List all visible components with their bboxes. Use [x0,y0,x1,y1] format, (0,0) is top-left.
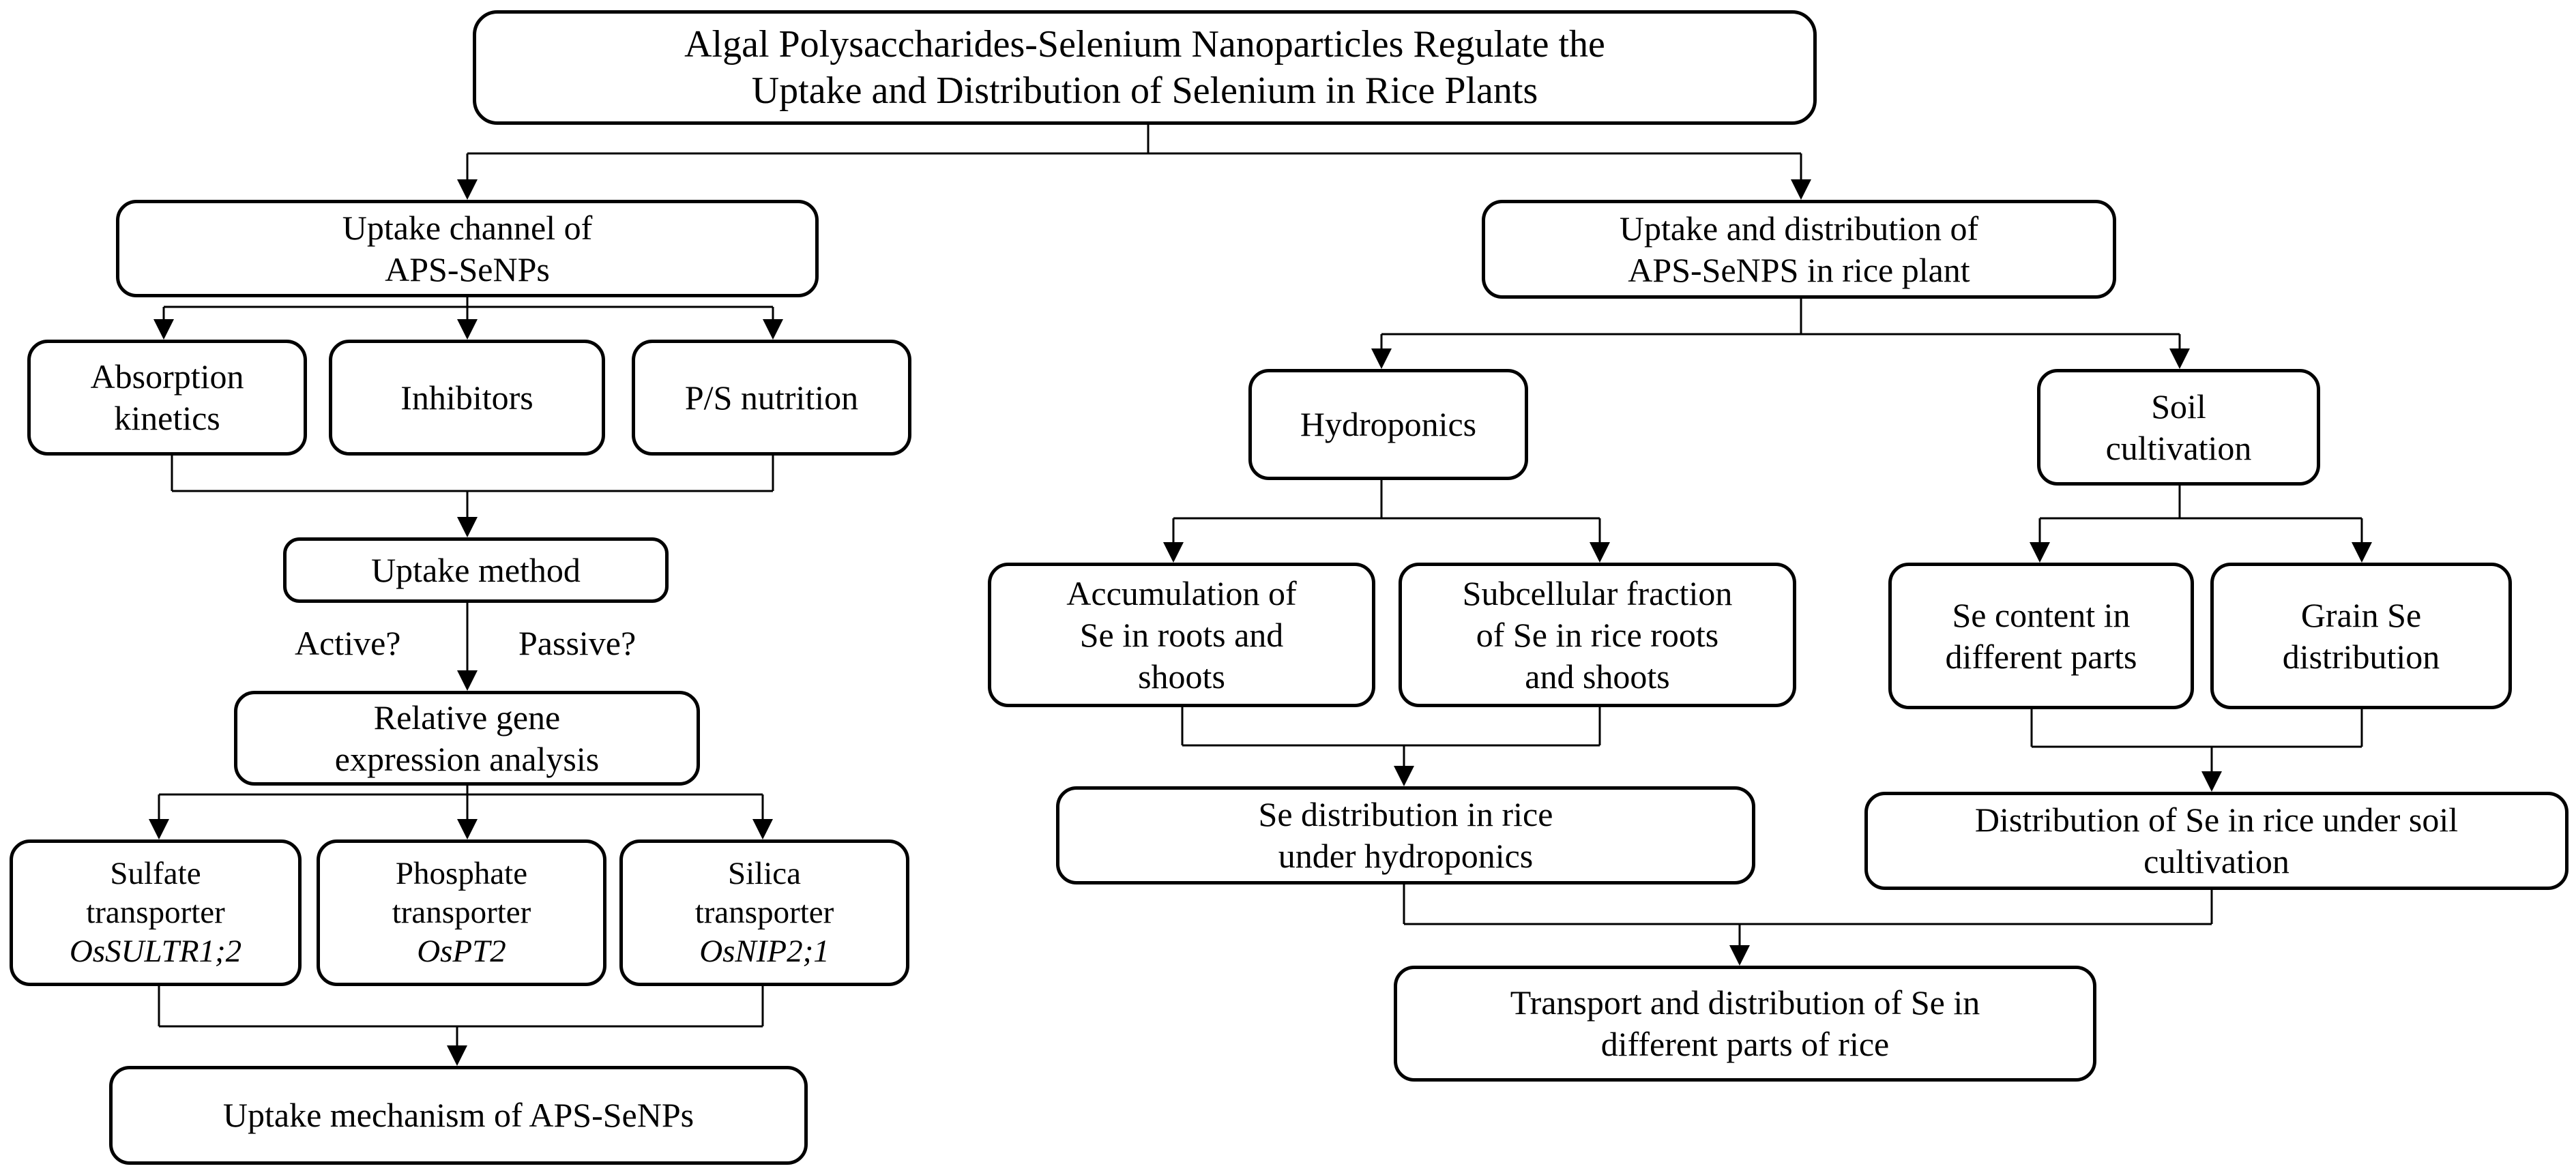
absorption-kinetics-box: Absorption kinetics [27,340,307,456]
ps-nutrition-label: P/S nutrition [684,378,859,417]
title-line-2: Uptake and Distribution of Selenium in R… [751,70,1538,112]
accumulation-line-1: Accumulation of [1066,574,1297,612]
passive-label: Passive? [518,624,636,662]
se-content-line-1: Se content in [1952,595,2131,634]
uptake-method-label: Uptake method [371,550,581,589]
accumulation-line-2: Se in roots and [1079,615,1284,654]
uptake-distribution-box: Uptake and distribution of APS-SeNPS in … [1482,200,2116,299]
uptake-channel-line-2: APS-SeNPs [385,250,550,288]
subcellular-box: Subcellular fraction of Se in rice roots… [1399,563,1796,707]
grain-se-box: Grain Se distribution [2210,563,2512,709]
sulfate-transporter-gene: OsSULTR1;2 [69,934,242,970]
grain-se-line-1: Grain Se [2300,595,2422,634]
uptake-channel-box: Uptake channel of APS-SeNPs [116,200,819,297]
soil-distribution-line-2: cultivation [2143,842,2289,880]
soil-cultivation-box: Soil cultivation [2037,369,2320,486]
hydroponics-label: Hydroponics [1300,405,1477,443]
se-content-line-2: different parts [1945,637,2137,676]
phosphate-transporter-line-1: Phosphate [395,855,528,891]
se-content-box: Se content in different parts [1888,563,2194,709]
inhibitors-box: Inhibitors [329,340,605,456]
uptake-distribution-line-2: APS-SeNPS in rice plant [1628,250,1970,289]
soil-cultivation-line-1: Soil [2151,387,2206,426]
uptake-method-box: Uptake method [283,537,669,603]
soil-cultivation-line-2: cultivation [2105,428,2252,467]
sulfate-transporter-box: Sulfate transporter OsSULTR1;2 [10,839,302,986]
phosphate-transporter-gene: OsPT2 [417,934,506,970]
subcellular-line-2: of Se in rice roots [1476,615,1719,654]
silica-transporter-line-2: transporter [694,894,834,930]
inhibitors-label: Inhibitors [400,378,533,417]
grain-se-line-2: distribution [2282,637,2440,676]
gene-expression-line-2: expression analysis [334,739,600,778]
silica-transporter-line-1: Silica [727,855,802,891]
transport-distribution-box: Transport and distribution of Se in diff… [1394,966,2096,1082]
uptake-mechanism-label: Uptake mechanism of APS-SeNPs [222,1096,694,1134]
absorption-kinetics-line-2: kinetics [114,399,220,437]
transport-distribution-line-2: different parts of rice [1600,1025,1890,1063]
gene-expression-line-1: Relative gene [373,698,561,737]
title-line-1: Algal Polysaccharides-Selenium Nanoparti… [684,23,1605,65]
ps-nutrition-box: P/S nutrition [632,340,911,456]
sulfate-transporter-line-2: transporter [86,894,225,930]
title-box: Algal Polysaccharides-Selenium Nanoparti… [473,10,1817,125]
sulfate-transporter-line-1: Sulfate [110,855,201,891]
uptake-distribution-line-1: Uptake and distribution of [1619,209,1979,248]
absorption-kinetics-line-1: Absorption [90,357,244,396]
uptake-channel-line-1: Uptake channel of [342,208,593,247]
hydroponics-box: Hydroponics [1248,369,1528,480]
transport-distribution-line-1: Transport and distribution of Se in [1510,983,1980,1022]
hydro-distribution-box: Se distribution in rice under hydroponic… [1056,786,1755,884]
hydro-distribution-line-2: under hydroponics [1278,837,1534,875]
hydro-distribution-line-1: Se distribution in rice [1258,795,1553,833]
silica-transporter-gene: OsNIP2;1 [699,934,830,970]
phosphate-transporter-line-2: transporter [392,894,531,930]
subcellular-line-1: Subcellular fraction [1462,574,1733,612]
silica-transporter-box: Silica transporter OsNIP2;1 [619,839,909,986]
uptake-mechanism-box: Uptake mechanism of APS-SeNPs [109,1066,808,1165]
subcellular-line-3: and shoots [1525,657,1670,696]
accumulation-box: Accumulation of Se in roots and shoots [988,563,1375,707]
phosphate-transporter-box: Phosphate transporter OsPT2 [317,839,606,986]
soil-distribution-line-1: Distribution of Se in rice under soil [1974,801,2459,839]
accumulation-line-3: shoots [1138,657,1225,696]
gene-expression-box: Relative gene expression analysis [234,691,700,786]
active-label: Active? [295,624,401,662]
soil-distribution-box: Distribution of Se in rice under soil cu… [1864,792,2568,890]
